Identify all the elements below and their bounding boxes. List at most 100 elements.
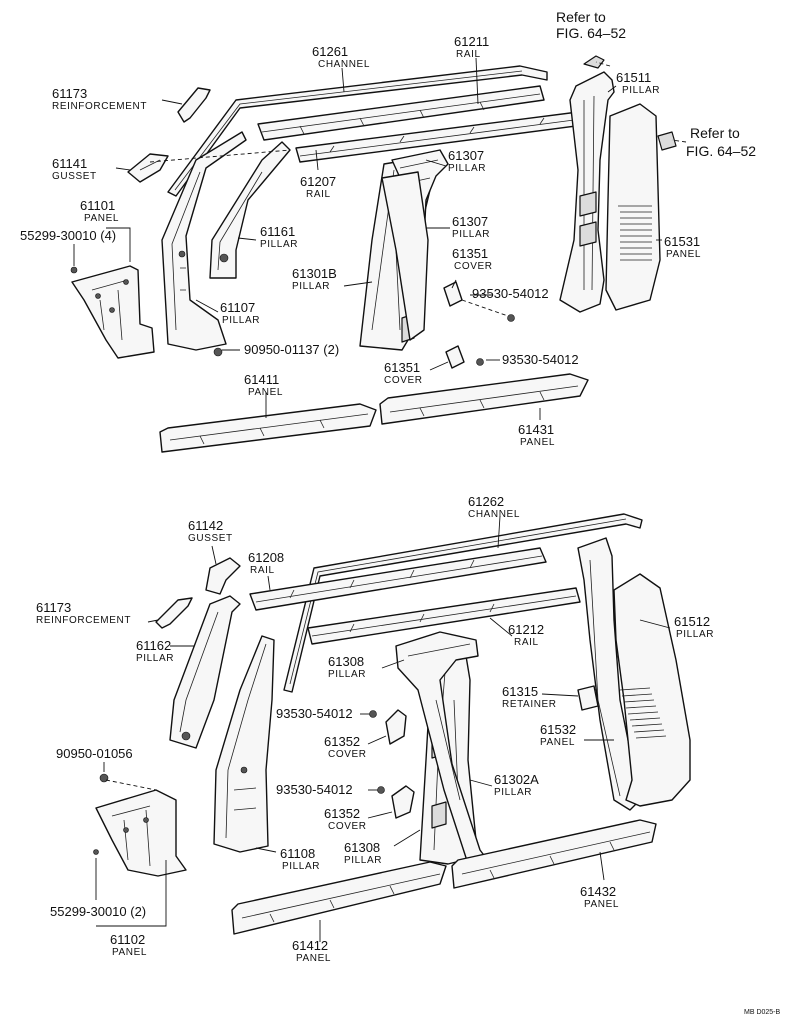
part-61107-pillar — [161, 131, 247, 351]
callout-61511-number: 61511 — [616, 70, 651, 85]
fastener-90950-01137 — [213, 347, 223, 357]
callout-93530-54012-a: 93530-54012 — [472, 286, 549, 301]
callout-61101-number: 61101 — [80, 198, 115, 213]
callout-61308-lower-number: 61308 — [344, 840, 380, 855]
callout-61102-name: PANEL — [112, 947, 147, 958]
callout-61352-upper-name: COVER — [328, 749, 367, 760]
fastener-93530-54012-a — [507, 314, 515, 322]
callout-61262-number: 61262 — [468, 494, 504, 509]
callout-61512-number: 61512 — [674, 614, 710, 629]
part-61308-pillar — [395, 631, 493, 871]
callout-61301B-number: 61301B — [292, 266, 337, 281]
part-61511-pillar — [559, 71, 615, 313]
callout-61307-upper-name: PILLAR — [448, 163, 486, 174]
callout-61307-lower-name: PILLAR — [452, 229, 490, 240]
callout-61302A-name: PILLAR — [494, 787, 532, 798]
callout-61308-lower-name: PILLAR — [344, 855, 382, 866]
callout-61351-lower-number: 61351 — [384, 360, 420, 375]
callout-61432-name: PANEL — [584, 899, 619, 910]
callout-61142-name: GUSSET — [188, 533, 233, 544]
callout-61211-name: RAIL — [456, 49, 481, 60]
callout-61315-name: RETAINER — [502, 699, 557, 710]
callout-93530-54012-d: 93530-54012 — [276, 782, 353, 797]
callout-61262-name: CHANNEL — [468, 509, 520, 520]
callout-61101-name: PANEL — [84, 213, 119, 224]
callout-61411-number: 61411 — [244, 372, 279, 387]
callout-61108-number: 61108 — [280, 846, 315, 861]
callout-61162-number: 61162 — [136, 638, 171, 653]
callout-61315-number: 61315 — [502, 684, 538, 699]
callout-61307-upper-number: 61307 — [448, 148, 484, 163]
callout-61208-name: RAIL — [250, 565, 275, 576]
callout-61301B-name: PILLAR — [292, 281, 330, 292]
callout-55299-30010-2: 55299-30010 (2) — [50, 904, 146, 919]
callout-61531-name: PANEL — [666, 249, 701, 260]
fastener-93530-54012-d — [377, 786, 385, 794]
fastener-93530-54012-b — [476, 358, 484, 366]
refer-label-roof-line2: FIG. 64–52 — [556, 25, 626, 41]
refer-label-roof-line1: Refer to — [556, 9, 606, 25]
callout-61107-number: 61107 — [220, 300, 255, 315]
drawing-code: MB D025-B — [744, 1009, 781, 1016]
callout-61352-upper-number: 61352 — [324, 734, 360, 749]
callout-61431-name: PANEL — [520, 437, 555, 448]
callout-61307-lower-number: 61307 — [452, 214, 488, 229]
part-61108-pillar — [213, 635, 275, 853]
callout-61161-number: 61161 — [260, 224, 295, 239]
callout-61207-name: RAIL — [306, 189, 331, 200]
callout-61532-name: PANEL — [540, 737, 575, 748]
callout-61162-name: PILLAR — [136, 653, 174, 664]
refer-label-quarter-line1: Refer to — [690, 125, 740, 141]
part-61351-cover-lower — [445, 345, 465, 369]
callout-61531-number: 61531 — [664, 234, 700, 249]
callout-93530-54012-c: 93530-54012 — [276, 706, 353, 721]
callout-61432-number: 61432 — [580, 884, 616, 899]
callout-61207-number: 61207 — [300, 174, 336, 189]
part-61412-panel — [231, 861, 447, 935]
callout-61412-name: PANEL — [296, 953, 331, 964]
callout-61308-upper-name: PILLAR — [328, 669, 366, 680]
callout-61212-number: 61212 — [508, 622, 544, 637]
part-61173-reinforcement-upper — [177, 87, 211, 123]
part-61531-panel — [605, 103, 661, 311]
callout-61351-lower-name: COVER — [384, 375, 423, 386]
callout-90950-01056: 90950-01056 — [56, 746, 133, 761]
callout-61512-name: PILLAR — [676, 629, 714, 640]
part-61141-gusset — [127, 153, 169, 183]
callout-61141-name: GUSSET — [52, 171, 97, 182]
part-61262-channel — [283, 513, 643, 693]
callout-55299-30010-4: 55299-30010 (4) — [20, 228, 116, 243]
callout-93530-54012-b: 93530-54012 — [502, 352, 579, 367]
callout-61352-lower-name: COVER — [328, 821, 367, 832]
callout-61211-number: 61211 — [454, 34, 489, 49]
refer-part-quarter — [657, 131, 677, 151]
callout-61431-number: 61431 — [518, 422, 554, 437]
refer-label-quarter-line2: FIG. 64–52 — [686, 143, 756, 159]
refer-part-roof — [583, 55, 605, 69]
callout-61308-upper-number: 61308 — [328, 654, 364, 669]
fastener-90950-01056 — [99, 773, 109, 783]
callout-61141-number: 61141 — [52, 156, 87, 171]
callout-61173-upper-number: 61173 — [52, 86, 87, 101]
callout-61532-number: 61532 — [540, 722, 576, 737]
callout-61161-name: PILLAR — [260, 239, 298, 250]
callout-90950-01137-2: 90950-01137 (2) — [244, 342, 339, 357]
callout-61173-lower-name: REINFORCEMENT — [36, 615, 131, 626]
callout-61102-number: 61102 — [110, 932, 145, 947]
part-61315-retainer — [577, 685, 599, 711]
callout-61511-name: PILLAR — [622, 85, 660, 96]
part-61352-cover-lower — [391, 785, 415, 819]
callout-61261-name: CHANNEL — [318, 59, 370, 70]
callout-61411-name: PANEL — [248, 387, 283, 398]
fastener-93530-54012-c — [369, 710, 377, 718]
callout-61352-lower-number: 61352 — [324, 806, 360, 821]
callout-61302A-number: 61302A — [494, 772, 539, 787]
callout-61412-number: 61412 — [292, 938, 328, 953]
part-61432-panel — [451, 819, 657, 889]
callout-61173-upper-name: REINFORCEMENT — [52, 101, 147, 112]
part-61102-panel — [95, 789, 187, 877]
part-61142-gusset — [205, 557, 241, 595]
part-61173-reinforcement-lower — [155, 597, 193, 629]
